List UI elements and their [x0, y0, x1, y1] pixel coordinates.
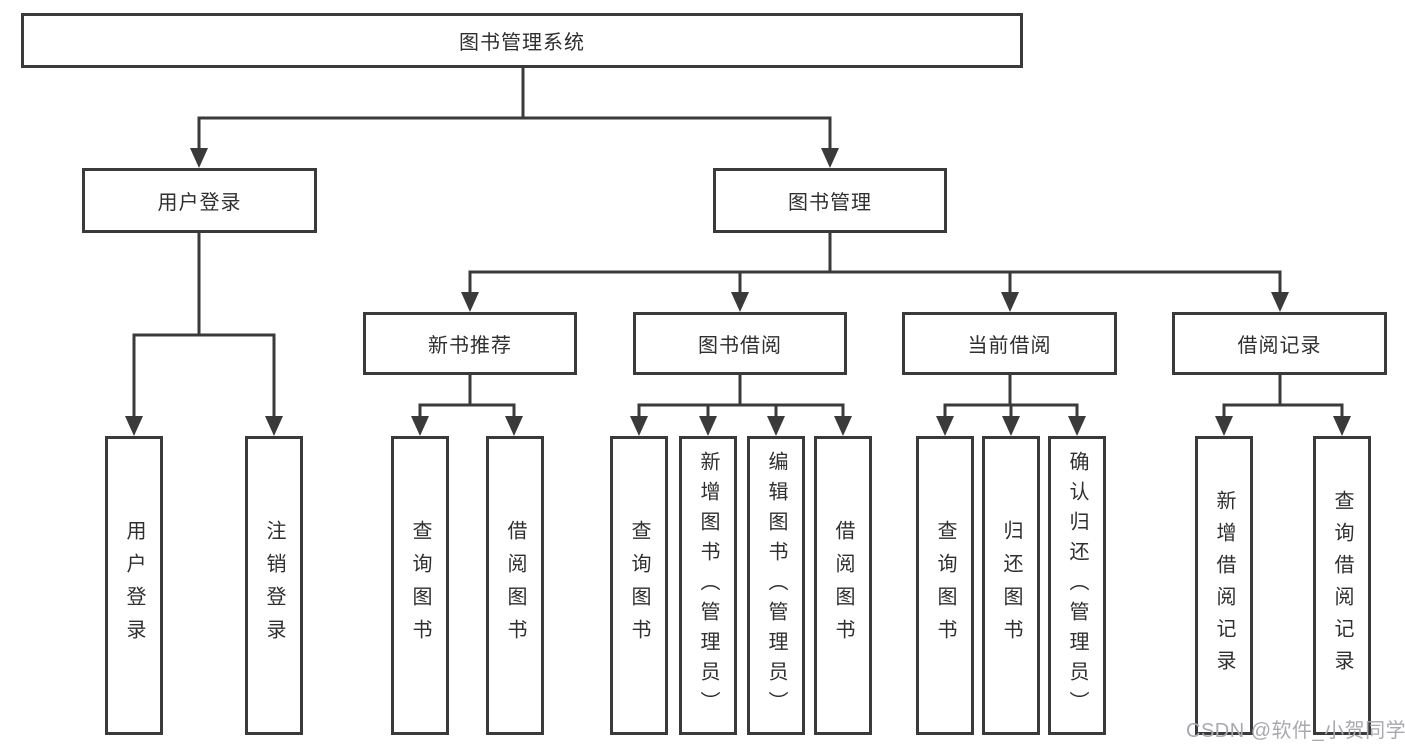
- node-label: 新书推荐: [428, 335, 512, 357]
- leaf-label: 归还图书: [1000, 519, 1022, 652]
- node-label: 图书借阅: [698, 335, 782, 357]
- leaf-label: 用户登录: [123, 519, 145, 652]
- node-borrowing-records: 借阅记录: [1172, 312, 1387, 375]
- leaf-return-book: 归还图书: [982, 436, 1040, 735]
- leaf-add-book-admin: 新增图书（管理员）: [679, 436, 737, 735]
- connector-path: [132, 66, 1344, 420]
- node-label: 当前借阅: [967, 335, 1052, 357]
- leaf-query-books-recommend: 查询图书: [391, 436, 449, 735]
- leaf-user-login: 用户登录: [105, 436, 163, 735]
- leaf-label: 查询图书: [934, 519, 956, 652]
- node-label: 图书管理系统: [459, 32, 585, 54]
- node-label: 图书管理: [788, 192, 872, 214]
- node-new-book-recommendation: 新书推荐: [363, 312, 577, 375]
- leaf-add-borrow-record: 新增借阅记录: [1195, 436, 1253, 735]
- node-label: 借阅记录: [1237, 335, 1322, 357]
- node-user-login: 用户登录: [82, 168, 317, 233]
- leaf-query-books-borrow: 查询图书: [610, 436, 668, 735]
- leaf-edit-book-admin: 编辑图书（管理员）: [747, 436, 805, 735]
- arrow-heads: [125, 148, 1351, 436]
- leaf-logout: 注销登录: [245, 436, 303, 735]
- leaf-label: 借阅图书: [832, 519, 854, 652]
- leaf-label: 编辑图书（管理员）: [765, 450, 787, 721]
- leaf-borrow-books-recommend: 借阅图书: [486, 436, 544, 735]
- leaf-label: 注销登录: [263, 519, 285, 652]
- leaf-label: 新增借阅记录: [1213, 489, 1235, 682]
- node-current-borrowing: 当前借阅: [902, 312, 1117, 375]
- leaf-label: 查询图书: [628, 519, 650, 652]
- node-library-management-system: 图书管理系统: [21, 13, 1023, 68]
- leaf-label: 借阅图书: [504, 519, 526, 652]
- leaf-borrow-books: 借阅图书: [814, 436, 872, 735]
- node-book-borrowing: 图书借阅: [633, 312, 847, 375]
- leaf-label: 确认归还（管理员）: [1066, 450, 1088, 721]
- csdn-watermark: CSDN @软件_小贺同学: [1186, 720, 1405, 742]
- leaf-query-borrow-record: 查询借阅记录: [1313, 436, 1371, 735]
- leaf-label: 新增图书（管理员）: [697, 450, 719, 721]
- leaf-query-books-current: 查询图书: [916, 436, 974, 735]
- leaf-label: 查询借阅记录: [1331, 489, 1353, 682]
- node-book-management: 图书管理: [713, 168, 947, 233]
- leaf-label: 查询图书: [409, 519, 431, 652]
- leaf-confirm-return-admin: 确认归还（管理员）: [1048, 436, 1106, 735]
- node-label: 用户登录: [157, 192, 242, 214]
